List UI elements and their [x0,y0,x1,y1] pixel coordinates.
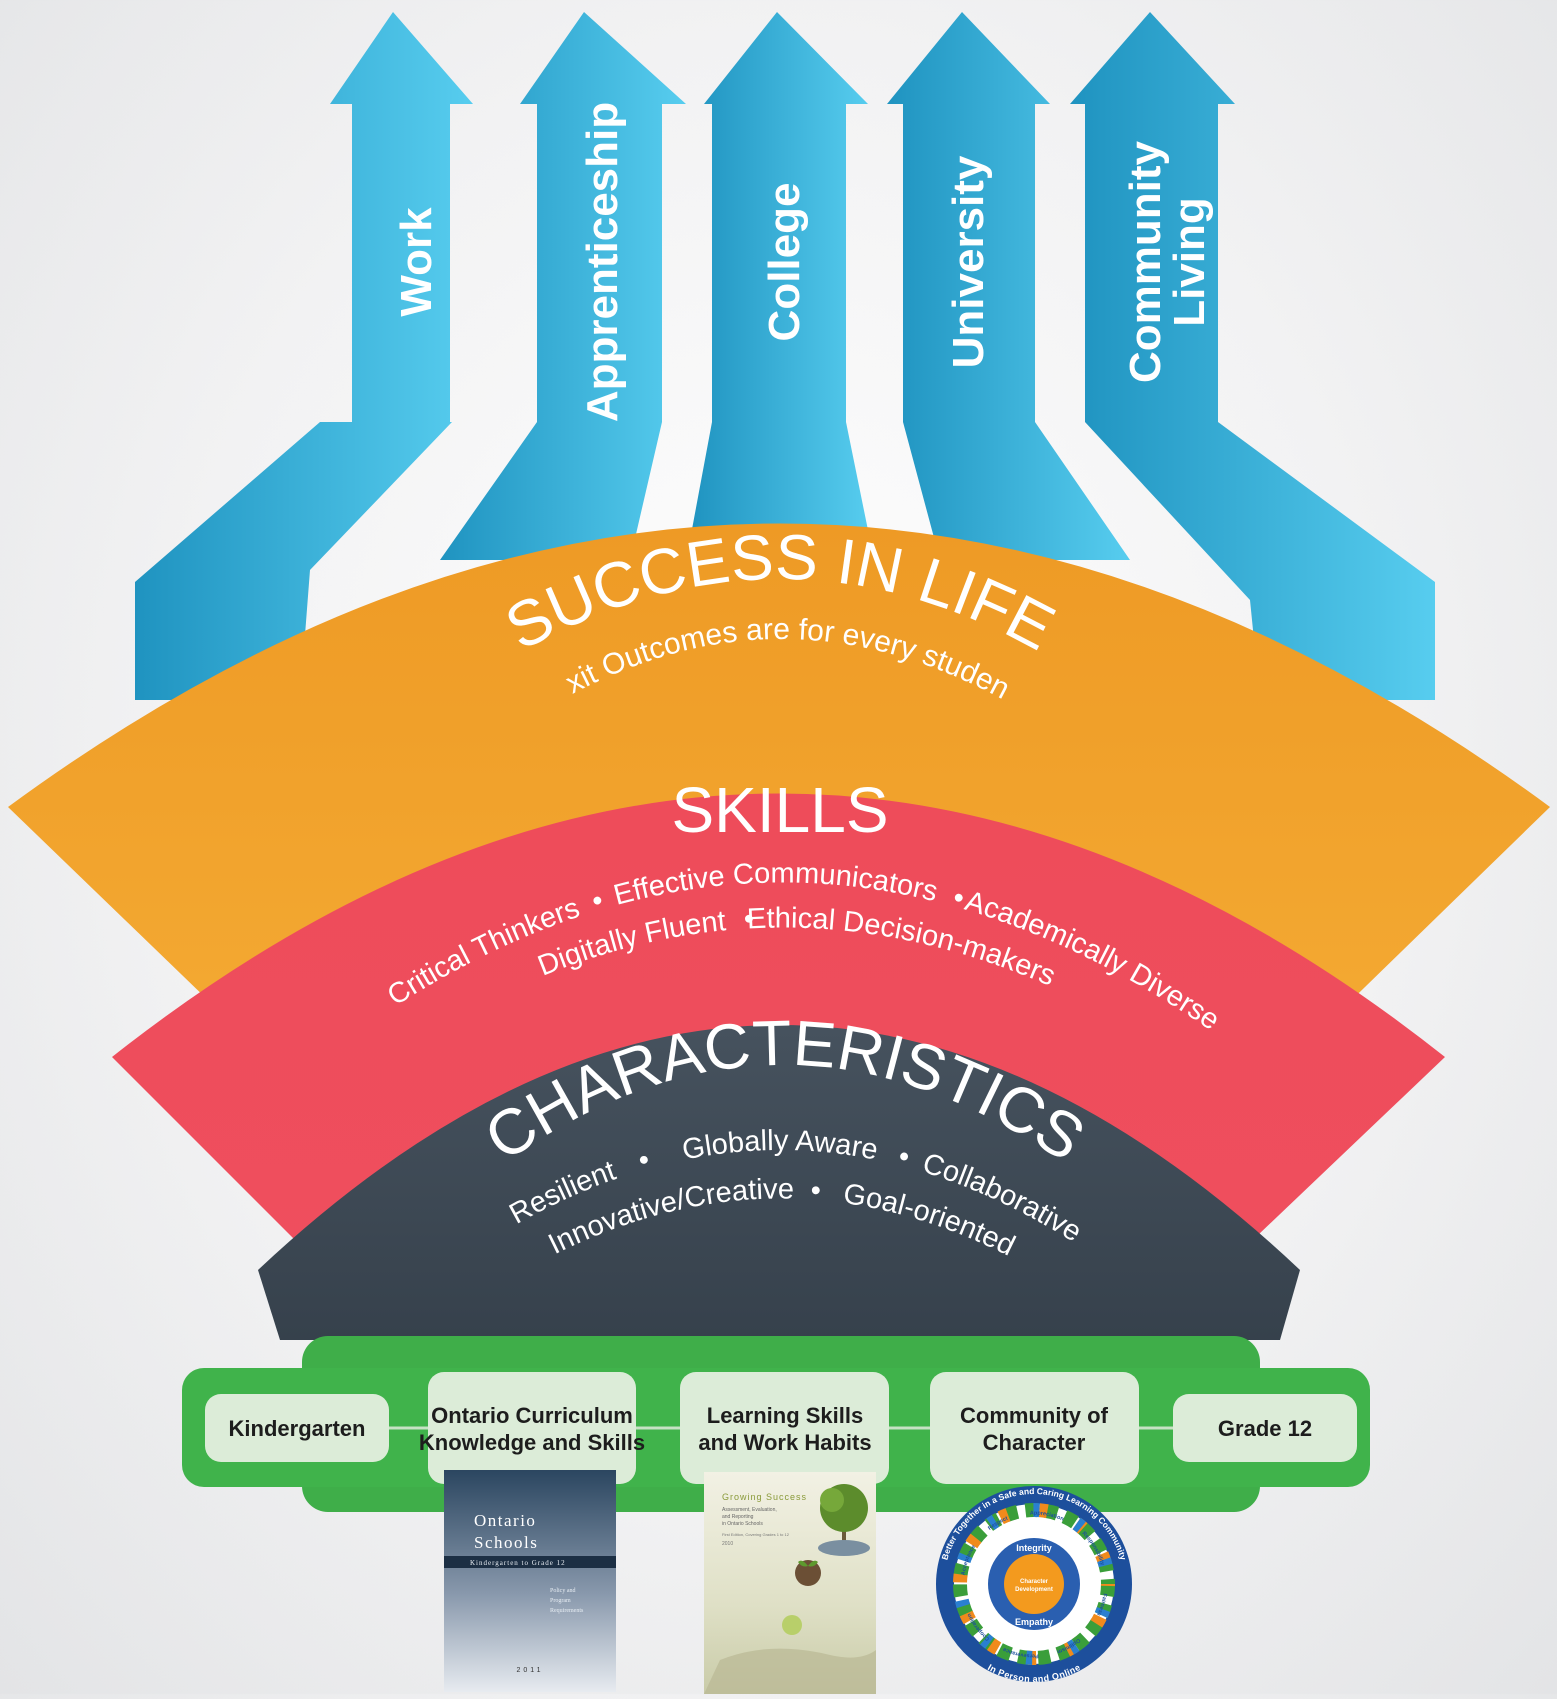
book-growing-title: Growing Success [722,1492,807,1502]
pathway-label-college: College [760,183,809,342]
node-character-line1: Community of [960,1403,1109,1428]
arrow-university [887,12,1130,560]
book-ontario-year: 2011 [516,1667,543,1674]
node-curriculum-line1: Ontario Curriculum [431,1403,633,1428]
book-ontario-title-2: Schools [474,1533,538,1552]
pathway-label-apprenticeship: Apprenticeship [578,102,627,422]
pathway-label-university: University [944,155,993,368]
node-grade12 [1173,1394,1357,1462]
node-curriculum [428,1372,636,1484]
book-ontario-band [444,1556,616,1568]
tree-icon-leaf [820,1488,844,1512]
book-ontario-title-1: Ontario [474,1511,536,1530]
tree-icon-ground [818,1540,870,1556]
seedling-icon [795,1560,821,1586]
pathway-label-work: Work [392,207,441,317]
characteristics-bullet-3: • [809,1175,822,1208]
badge-center-1: Character [1020,1579,1049,1585]
book-growing-sub-2: and Reporting [722,1514,754,1520]
node-learning-line1: Learning Skills [707,1403,864,1428]
character-badge: Character Development Integrity Empathy … [936,1486,1132,1684]
tree-icon-trunk [842,1525,846,1545]
svg-text:•: • [743,903,755,936]
arrow-college [690,12,870,540]
book-growing-edition: First Edition, Covering Grades 1 to 12 [722,1532,790,1537]
book-growing-success: Growing Success Assessment, Evaluation, … [704,1472,876,1694]
book-growing-sub-3: in Ontario Schools [722,1521,763,1527]
pathway-label-living: Living [1165,197,1214,327]
pathway-arrows [135,12,1435,700]
node-community-character [930,1372,1139,1484]
book-ontario-policy-3: Requirements [550,1608,584,1614]
sprout-icon [782,1615,802,1635]
badge-bottom-word: Empathy [1015,1617,1053,1627]
node-kindergarten-label: Kindergarten [229,1416,366,1441]
book-ontario-subtitle: Kindergarten to Grade 12 [470,1559,566,1567]
badge-hands-icon [953,1503,1115,1665]
node-character-line2: Character [983,1430,1086,1455]
node-kindergarten [205,1394,389,1462]
band-characteristics [258,1025,1300,1340]
badge-center [1004,1554,1064,1614]
badge-top-word: Integrity [1016,1543,1052,1553]
node-learning-skills [680,1372,889,1484]
book-ontario-policy-1: Policy and [550,1588,576,1594]
badge-center-2: Development [1015,1587,1053,1593]
arrow-work [135,12,473,700]
skills-bullet-3: • [743,903,755,936]
skills-title: SKILLS [671,774,888,846]
pathway-label-community: Community [1121,140,1170,383]
arrow-community-living [1070,12,1435,700]
book-ontario-policy-2: Program [550,1598,571,1604]
timeline: Kindergarten Ontario Curriculum Knowledg… [182,1336,1370,1512]
arrow-apprenticeship [440,12,686,560]
seedling-icon-leaves [798,1560,818,1567]
book-growing-sub-1: Assessment, Evaluation, [722,1507,777,1513]
node-grade12-label: Grade 12 [1218,1416,1312,1441]
node-curriculum-line2: Knowledge and Skills [419,1430,645,1455]
node-learning-line2: and Work Habits [698,1430,871,1455]
book-ontario-cover [444,1470,616,1692]
book-ontario-schools: Ontario Schools Kindergarten to Grade 12… [444,1470,616,1692]
book-growing-year: 2010 [722,1541,733,1547]
hand-icon [704,1648,876,1694]
svg-text:•: • [809,1175,822,1208]
